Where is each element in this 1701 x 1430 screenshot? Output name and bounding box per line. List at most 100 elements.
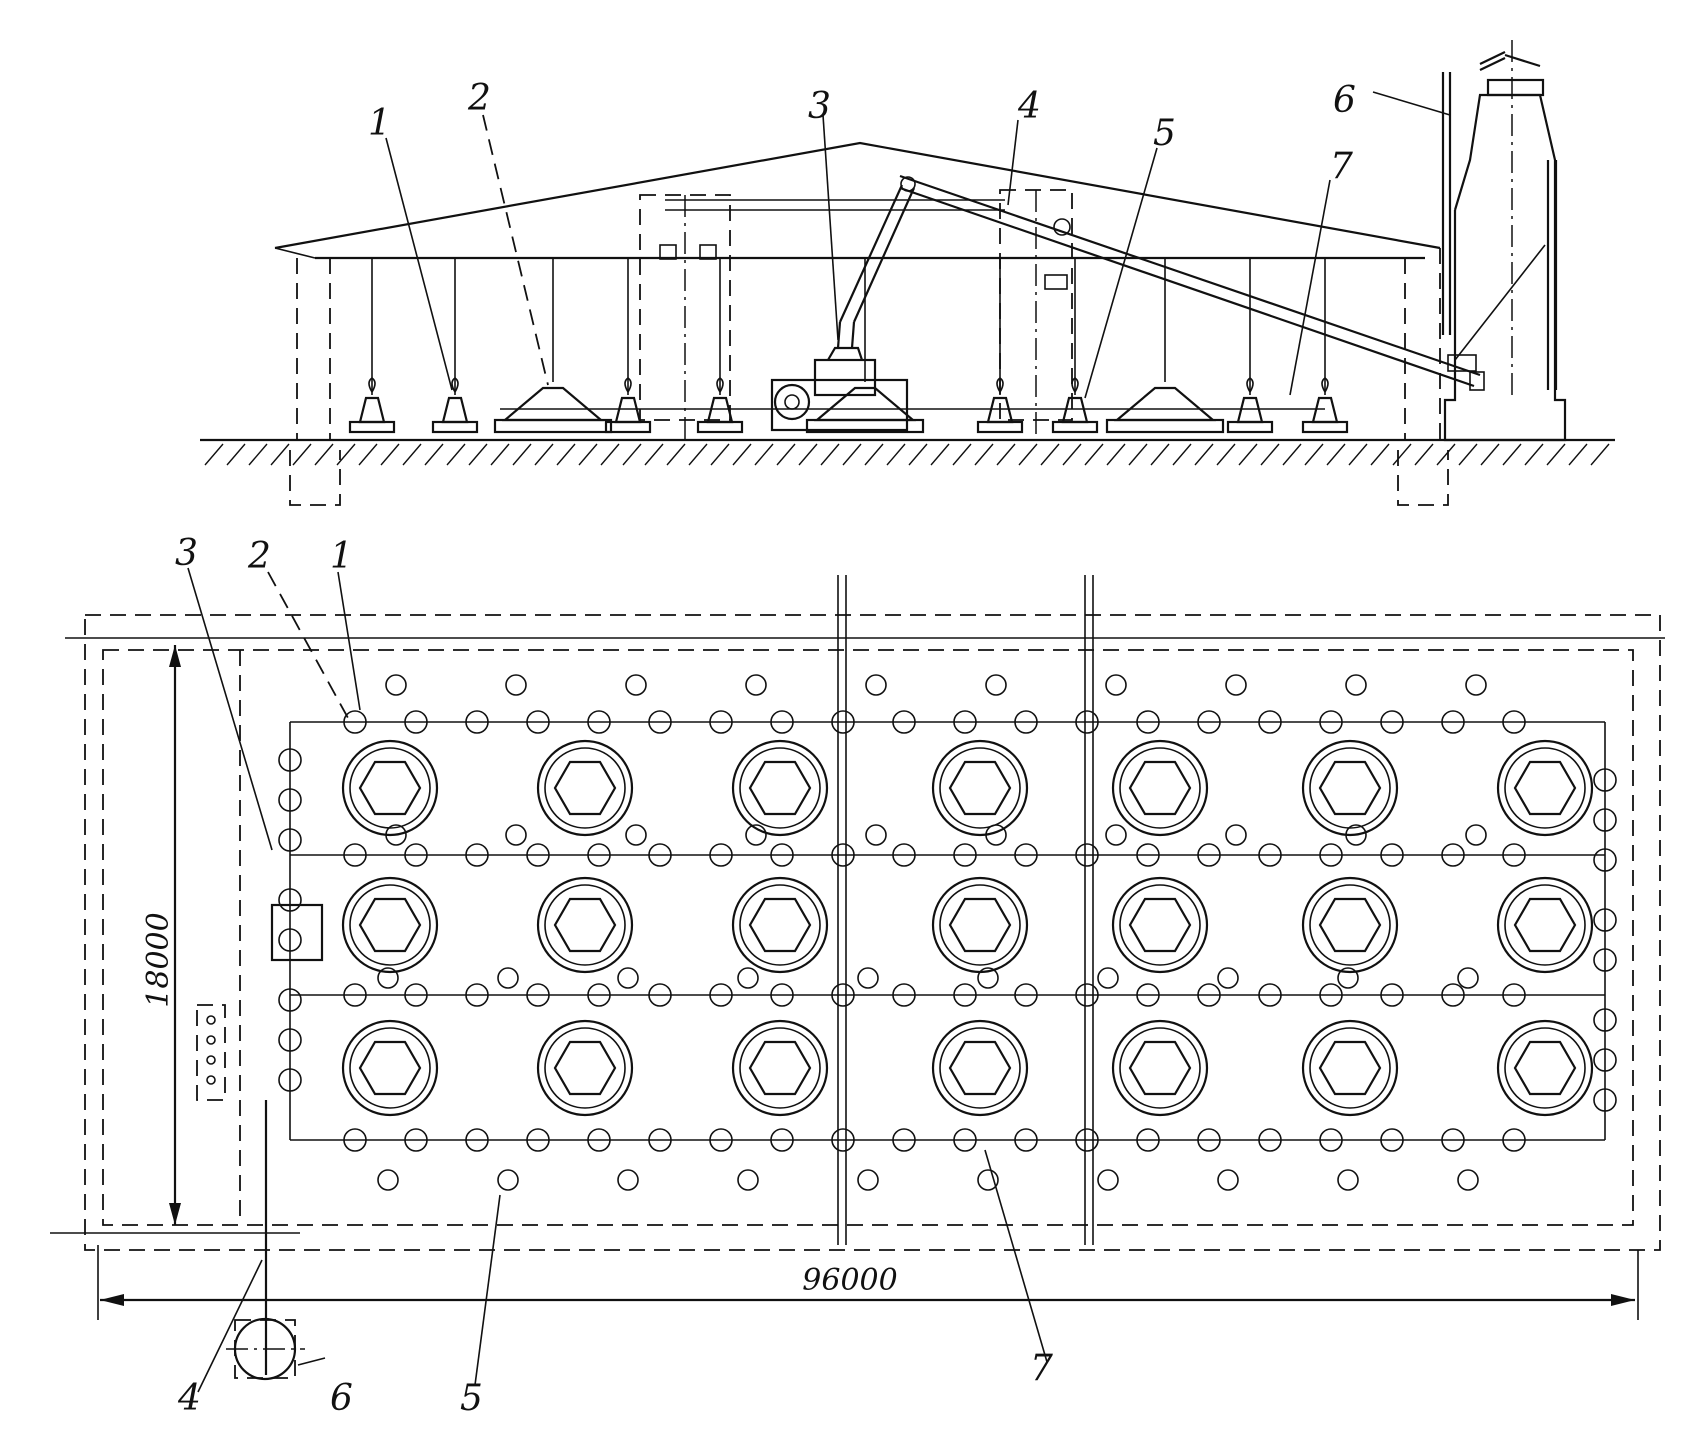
chain-feeder <box>1593 768 1617 792</box>
hatch-mark <box>556 443 576 466</box>
chain-feeder <box>1136 1128 1160 1152</box>
chain-feeder <box>892 843 916 867</box>
drinker <box>745 674 767 696</box>
chain-feeder <box>526 983 550 1007</box>
small-feeder <box>1311 396 1339 424</box>
drinker <box>857 1169 879 1191</box>
drinker <box>985 824 1007 846</box>
pan-feeder-hex <box>358 897 422 953</box>
chain-feeder <box>1258 710 1282 734</box>
chain-feeder <box>1502 983 1526 1007</box>
chain-feeder <box>404 843 428 867</box>
chain-feeder <box>1197 983 1221 1007</box>
chain-feeder <box>770 843 794 867</box>
hatch-mark <box>600 443 620 466</box>
pan-feeder-hex <box>748 1040 812 1096</box>
drinker <box>497 1169 519 1191</box>
small-feeder <box>441 396 469 424</box>
plan-callout-6: 6 <box>330 1378 353 1419</box>
plan-leaders <box>187 567 1048 1393</box>
pan-feeder-hex <box>1128 1040 1192 1096</box>
drive-unit <box>770 176 916 432</box>
hatch-mark <box>1062 443 1082 466</box>
plan-silo <box>226 1100 305 1381</box>
hatch-mark <box>996 443 1016 466</box>
chain-feeder <box>1197 1128 1221 1152</box>
chain-feeder <box>770 1128 794 1152</box>
hatch-mark <box>930 443 950 466</box>
hatch-mark <box>952 443 972 466</box>
pan-feeder-inner <box>939 1027 1021 1109</box>
pan-feeder <box>1113 386 1217 422</box>
drinker <box>977 1169 999 1191</box>
chain-feeder <box>1014 983 1038 1007</box>
pan-feeder-hex <box>1318 760 1382 816</box>
elevation-leaders <box>385 91 1451 399</box>
chain-feeder <box>1502 1128 1526 1152</box>
drinker <box>385 674 407 696</box>
elevation-callout-4: 4 <box>1017 86 1041 127</box>
chain-feeder <box>404 1128 428 1152</box>
chain-feeder <box>465 1128 489 1152</box>
chain-feeder <box>1593 848 1617 872</box>
hatch-mark <box>710 443 730 466</box>
chain-feeder <box>278 748 302 772</box>
drinker <box>865 674 887 696</box>
hatch-mark <box>1040 443 1060 466</box>
drinker <box>1097 967 1119 989</box>
pan-feeder-hex <box>553 760 617 816</box>
pan-feeder-inner <box>1504 1027 1586 1109</box>
hatch-mark <box>1458 443 1478 466</box>
chain-feeder <box>1593 948 1617 972</box>
chain-feeder <box>648 710 672 734</box>
hatch-mark <box>1128 443 1148 466</box>
hatch-mark <box>534 443 554 466</box>
plan-callout-5: 5 <box>460 1378 483 1419</box>
chain-feeder <box>831 843 855 867</box>
building-inner-outline <box>102 649 1634 1226</box>
drinker <box>745 824 767 846</box>
hanging-feeders <box>348 258 1349 434</box>
chain-feeder <box>1441 1128 1465 1152</box>
elevation-callout-7: 7 <box>1330 146 1353 187</box>
chain-feeder <box>1319 983 1343 1007</box>
elevation-callout-1: 1 <box>368 103 391 144</box>
pan-feeder-inner <box>739 1027 821 1109</box>
chain-feeder <box>1319 1128 1343 1152</box>
pan-feeder-ring <box>536 739 634 837</box>
chain-feeder <box>770 710 794 734</box>
drinker <box>1105 674 1127 696</box>
chain-feeder <box>1319 710 1343 734</box>
pan-feeder-hex <box>553 1040 617 1096</box>
hatch-mark <box>1238 443 1258 466</box>
chain-feeder <box>1197 843 1221 867</box>
pan-feeder-inner <box>1309 884 1391 966</box>
pan-feeder-hex <box>358 1040 422 1096</box>
ground-hatching <box>204 443 1610 466</box>
chain-feeder <box>404 710 428 734</box>
chain-feeder <box>831 1128 855 1152</box>
pan-feeder-inner <box>544 1027 626 1109</box>
chain-feeder <box>1258 1128 1282 1152</box>
feeder-hook <box>624 377 632 393</box>
chain-feeder <box>343 710 367 734</box>
chain-feeder <box>1593 808 1617 832</box>
pan-feeder-inner <box>349 747 431 829</box>
drinker <box>1345 824 1367 846</box>
chain-feeder <box>587 843 611 867</box>
chain-feeder <box>1014 710 1038 734</box>
pan-feeder-inner <box>1504 884 1586 966</box>
inclined-conveyor <box>899 174 1481 377</box>
drinker <box>865 824 887 846</box>
chain-feeder <box>831 983 855 1007</box>
chain-feeder <box>1502 710 1526 734</box>
chain-feeder <box>1441 983 1465 1007</box>
hatch-mark <box>1304 443 1324 466</box>
hatch-mark <box>380 443 400 466</box>
chain-feeder <box>587 710 611 734</box>
building-outer-outline <box>84 614 1661 1251</box>
pan-feeder-ring <box>1301 739 1399 837</box>
pan-feeder-hex <box>948 897 1012 953</box>
pan-feeder-hex <box>748 760 812 816</box>
chain-feeder <box>709 1128 733 1152</box>
